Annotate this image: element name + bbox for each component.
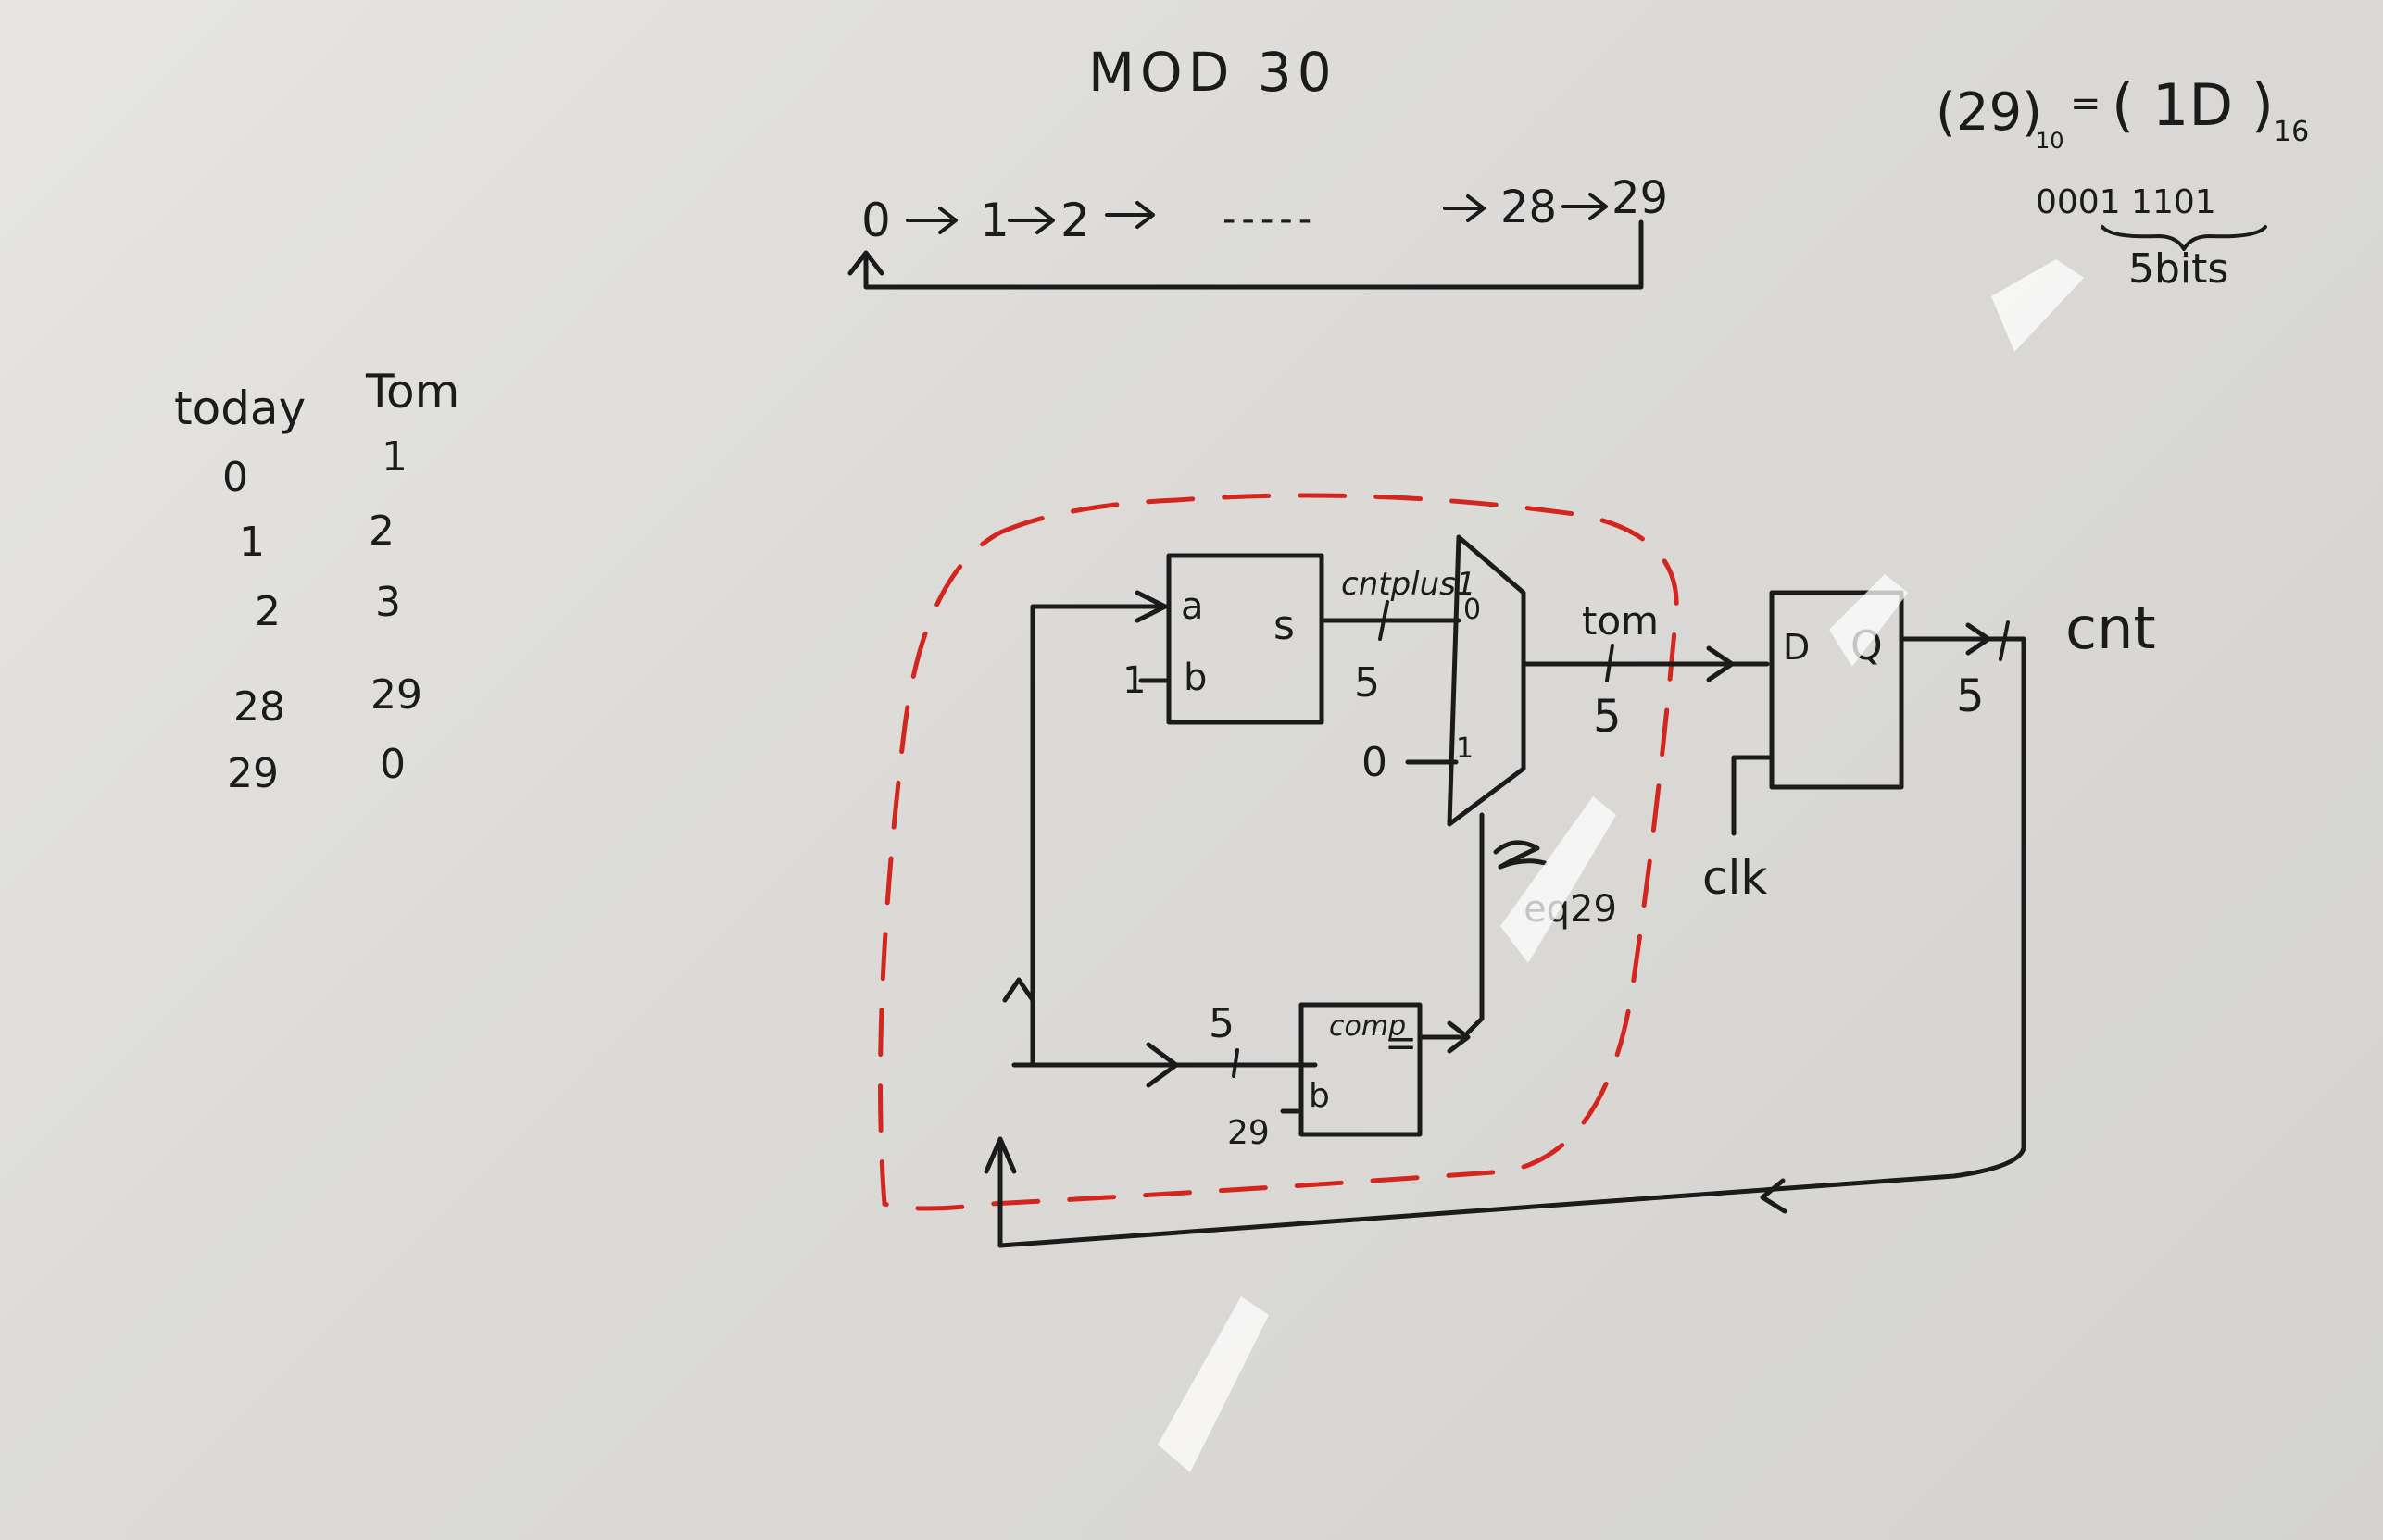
hex-note: (29) 10 = ( 1D ) 16 0001 1101 5bits (1936, 71, 2309, 293)
hex-rhs: ( 1D ) (2112, 71, 2274, 139)
sequence: 0 1 2 ----- 28 29 (847, 172, 1668, 290)
arrow-right-icon (1008, 207, 1055, 234)
dff-block (1769, 590, 1904, 790)
hex-lhs: (29) (1936, 82, 2042, 143)
table-header-tom: Tom (365, 365, 459, 419)
mux-zero-input: 0 (1361, 739, 1387, 786)
comparator-out: = (1385, 1020, 1417, 1065)
comparator-a-wire (1011, 1042, 1318, 1088)
comparator-block (1298, 1002, 1423, 1137)
hex-equals: = (2070, 82, 2101, 125)
table-cell: 3 (375, 579, 401, 626)
feedback-trunk (984, 977, 1035, 1248)
dff-in-d: D (1783, 627, 1810, 668)
circuit: a b s 1 cntplus1 5 0 1 0 tom 5 eq29 comp… (878, 493, 2156, 1248)
light-glare (1158, 259, 2084, 1472)
scratch-mark (1493, 840, 1548, 870)
table-cell: 29 (227, 750, 279, 797)
select-wire (1465, 812, 1485, 1035)
seq-item-2: 2 (1060, 194, 1090, 247)
arrow-right-icon (906, 207, 958, 234)
adder-width: 5 (1354, 659, 1380, 707)
tom-wire (1521, 645, 1770, 682)
hex-lhs-base: 10 (2036, 128, 2064, 154)
arrow-right-icon (1105, 201, 1155, 229)
output-width: 5 (1956, 670, 1985, 722)
feedback-wire-to-adder (1030, 590, 1172, 1068)
bus-slash (1232, 1048, 1239, 1078)
seq-item-1: 1 (980, 194, 1010, 247)
table-cell: 1 (382, 433, 408, 481)
tom-label: tom (1582, 598, 1659, 644)
comparator-in-b: b (1309, 1077, 1330, 1115)
mux-in0: 0 (1463, 594, 1481, 626)
title: MOD 30 (1088, 41, 1337, 104)
hex-binary: 0001 1101 (2036, 183, 2216, 221)
comparator-width: 5 (1209, 1000, 1235, 1047)
adder-out-s: s (1273, 602, 1295, 649)
table-cell: 28 (233, 683, 285, 731)
state-table: today Tom 0 1 1 2 2 3 28 29 29 0 (174, 365, 459, 797)
bus-slash (1378, 600, 1389, 641)
combinational-boundary (878, 493, 1679, 1211)
mux-block (1447, 534, 1526, 827)
adder-out-label: cntplus1 (1341, 566, 1476, 603)
wrap-around-arrow (847, 219, 1644, 290)
seq-item-29: 29 (1612, 172, 1668, 224)
table-cell: 2 (369, 507, 395, 555)
arrow-right-icon (1561, 193, 1608, 220)
table-header-today: today (174, 382, 306, 435)
clock-label: clk (1702, 851, 1767, 905)
adder-block (1166, 553, 1324, 725)
table-cell: 0 (380, 741, 406, 788)
arrow-right-icon (1443, 194, 1486, 222)
seq-item-0: 0 (861, 194, 891, 247)
hex-rhs-base: 16 (2274, 116, 2309, 148)
tom-width: 5 (1593, 691, 1622, 743)
table-cell: 1 (239, 519, 265, 566)
table-cell: 29 (370, 671, 422, 719)
brace-icon (2101, 225, 2267, 251)
comparator-const: 29 (1227, 1114, 1270, 1152)
mux-in1: 1 (1456, 732, 1474, 765)
adder-in-a: a (1181, 585, 1204, 628)
seq-ellipsis: ----- (1223, 198, 1317, 241)
output-label: cnt (2065, 595, 2156, 662)
comparator-out-wire (1417, 1020, 1471, 1054)
bus-slash (1999, 620, 2010, 661)
output-feedback-loop (997, 636, 2026, 1248)
bus-slash (1605, 644, 1614, 682)
table-cell: 2 (255, 588, 281, 635)
comparator-name: comp (1329, 1010, 1406, 1043)
table-cell: 0 (222, 454, 248, 501)
adder-in-b: b (1184, 657, 1207, 699)
clock-wire (1731, 755, 1775, 836)
seq-item-28: 28 (1500, 182, 1557, 233)
hex-bits: 5bits (2128, 245, 2228, 293)
